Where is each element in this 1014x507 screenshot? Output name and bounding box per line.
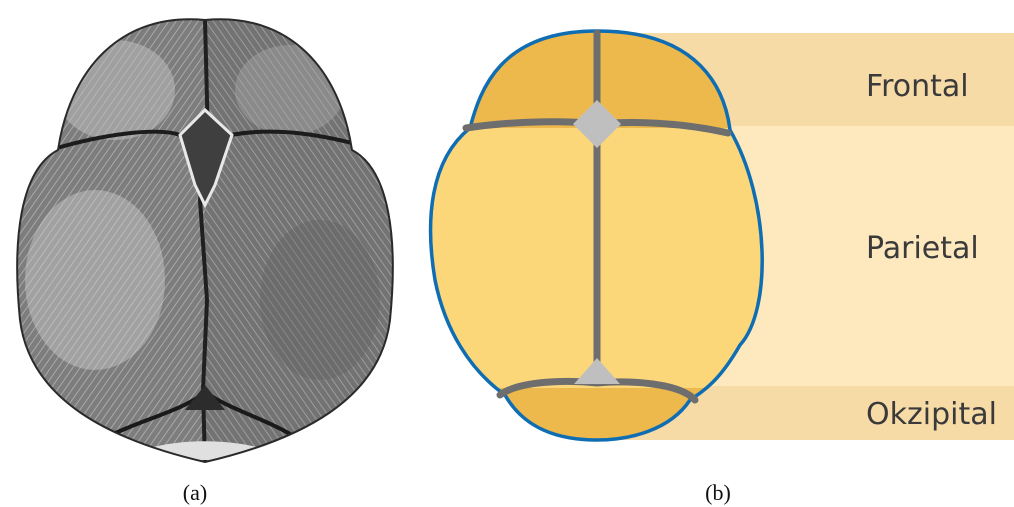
- panel-a-caption: (a): [183, 480, 207, 506]
- panel-b-caption: (b): [705, 480, 731, 506]
- parietal-label: Parietal: [866, 231, 979, 266]
- frontal-label: Frontal: [866, 69, 969, 104]
- panel-b-diagram: Frontal Parietal Okzipital: [420, 20, 1014, 448]
- occipital-label: Okzipital: [866, 397, 997, 432]
- panel-a-illustration: [0, 0, 420, 480]
